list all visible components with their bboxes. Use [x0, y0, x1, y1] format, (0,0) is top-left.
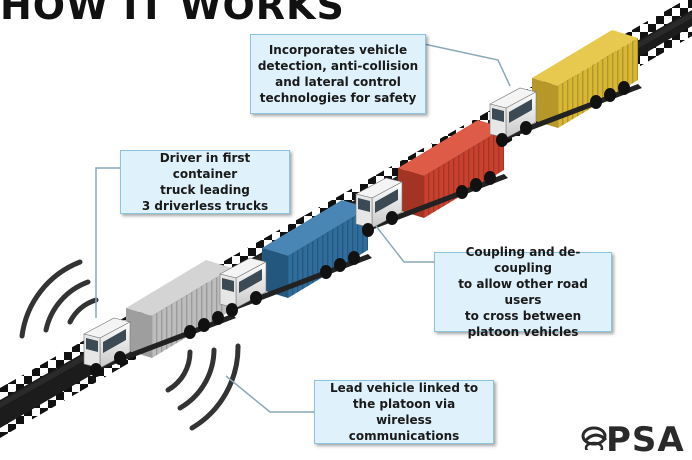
- callout-line: platoon vehicles: [467, 325, 579, 339]
- truck-cabs: [83, 81, 642, 377]
- callout-line: technologies for safety: [259, 91, 417, 105]
- truck-cab-3: [355, 171, 508, 237]
- callout-line: Incorporates vehicle: [268, 43, 408, 57]
- truck-3: [398, 120, 504, 218]
- callout-connectors: [95, 43, 511, 413]
- truck-lead: [126, 260, 232, 358]
- truck-cab-4: [489, 81, 642, 147]
- platoon-diagram: [0, 0, 692, 450]
- psa-logo: PSA: [606, 420, 685, 460]
- wireless-signal-icon: [19, 259, 241, 431]
- callout-line: wireless communications: [348, 413, 460, 443]
- callout-line: to allow other road users: [458, 277, 588, 307]
- callout-line: Driver in first container: [159, 151, 251, 181]
- truck-2: [262, 200, 368, 298]
- callout-line: and lateral control: [275, 75, 401, 89]
- callout-line: Coupling and de-coupling: [465, 245, 581, 275]
- callout-lead-driver: Driver in first container truck leading …: [120, 150, 290, 214]
- callout-line: the platoon via: [352, 397, 456, 411]
- callout-line: to cross between: [464, 309, 582, 323]
- truck-cab-1: [83, 311, 236, 377]
- truck-cab-2: [219, 251, 372, 317]
- callout-line: Lead vehicle linked to: [329, 381, 479, 395]
- callout-wireless: Lead vehicle linked to the platoon via w…: [314, 380, 494, 444]
- truck-4: [532, 30, 638, 128]
- callout-line: detection, anti-collision: [257, 59, 419, 73]
- page-title: HOW IT WORKS: [0, 0, 345, 28]
- callout-safety: Incorporates vehicle detection, anti-col…: [250, 34, 426, 114]
- psa-swirl-icon: [581, 426, 608, 450]
- callout-coupling: Coupling and de-coupling to allow other …: [434, 245, 612, 339]
- callout-line: truck leading: [160, 183, 250, 197]
- callout-line: 3 driverless trucks: [141, 199, 269, 213]
